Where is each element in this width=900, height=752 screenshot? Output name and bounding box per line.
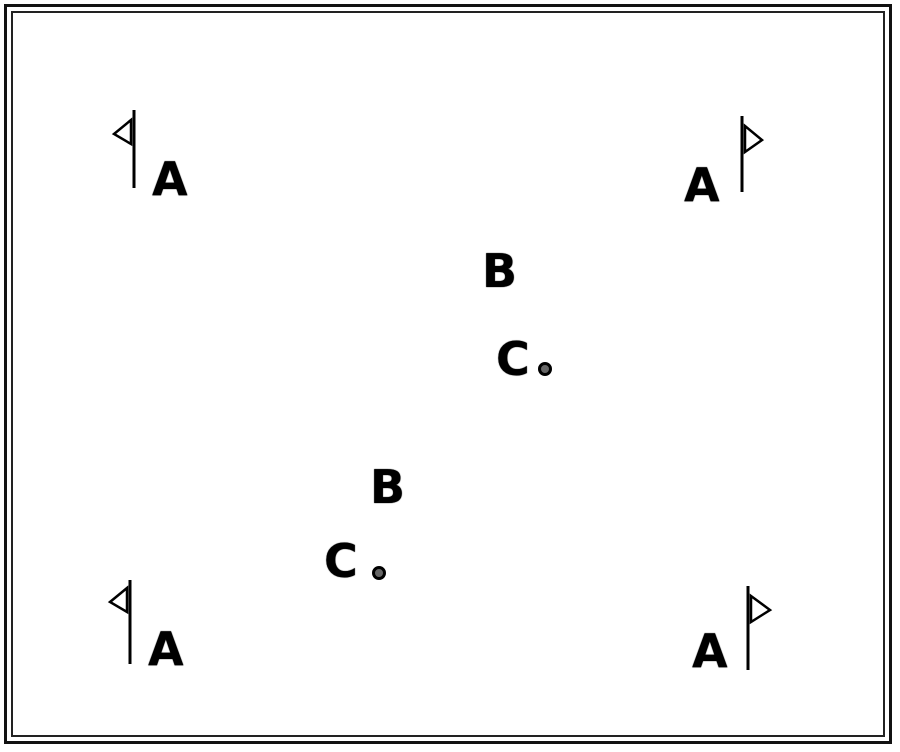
label-a-top-right: A bbox=[684, 158, 720, 212]
label-c-lower: C bbox=[324, 534, 358, 588]
point-marker-upper bbox=[538, 362, 552, 376]
flag-right-icon bbox=[740, 116, 765, 192]
label-b-lower: B bbox=[370, 460, 406, 514]
flag-left-icon bbox=[107, 580, 132, 664]
flag-left-icon bbox=[111, 110, 136, 188]
outer-border bbox=[4, 4, 892, 744]
point-marker-lower bbox=[372, 566, 386, 580]
label-a-bottom-left: A bbox=[148, 622, 184, 676]
label-b-upper: B bbox=[482, 244, 518, 298]
flag-right-icon bbox=[746, 586, 773, 670]
label-a-top-left: A bbox=[152, 152, 188, 206]
inner-border bbox=[11, 11, 885, 737]
label-c-upper: C bbox=[496, 332, 530, 386]
label-a-bottom-right: A bbox=[692, 624, 728, 678]
